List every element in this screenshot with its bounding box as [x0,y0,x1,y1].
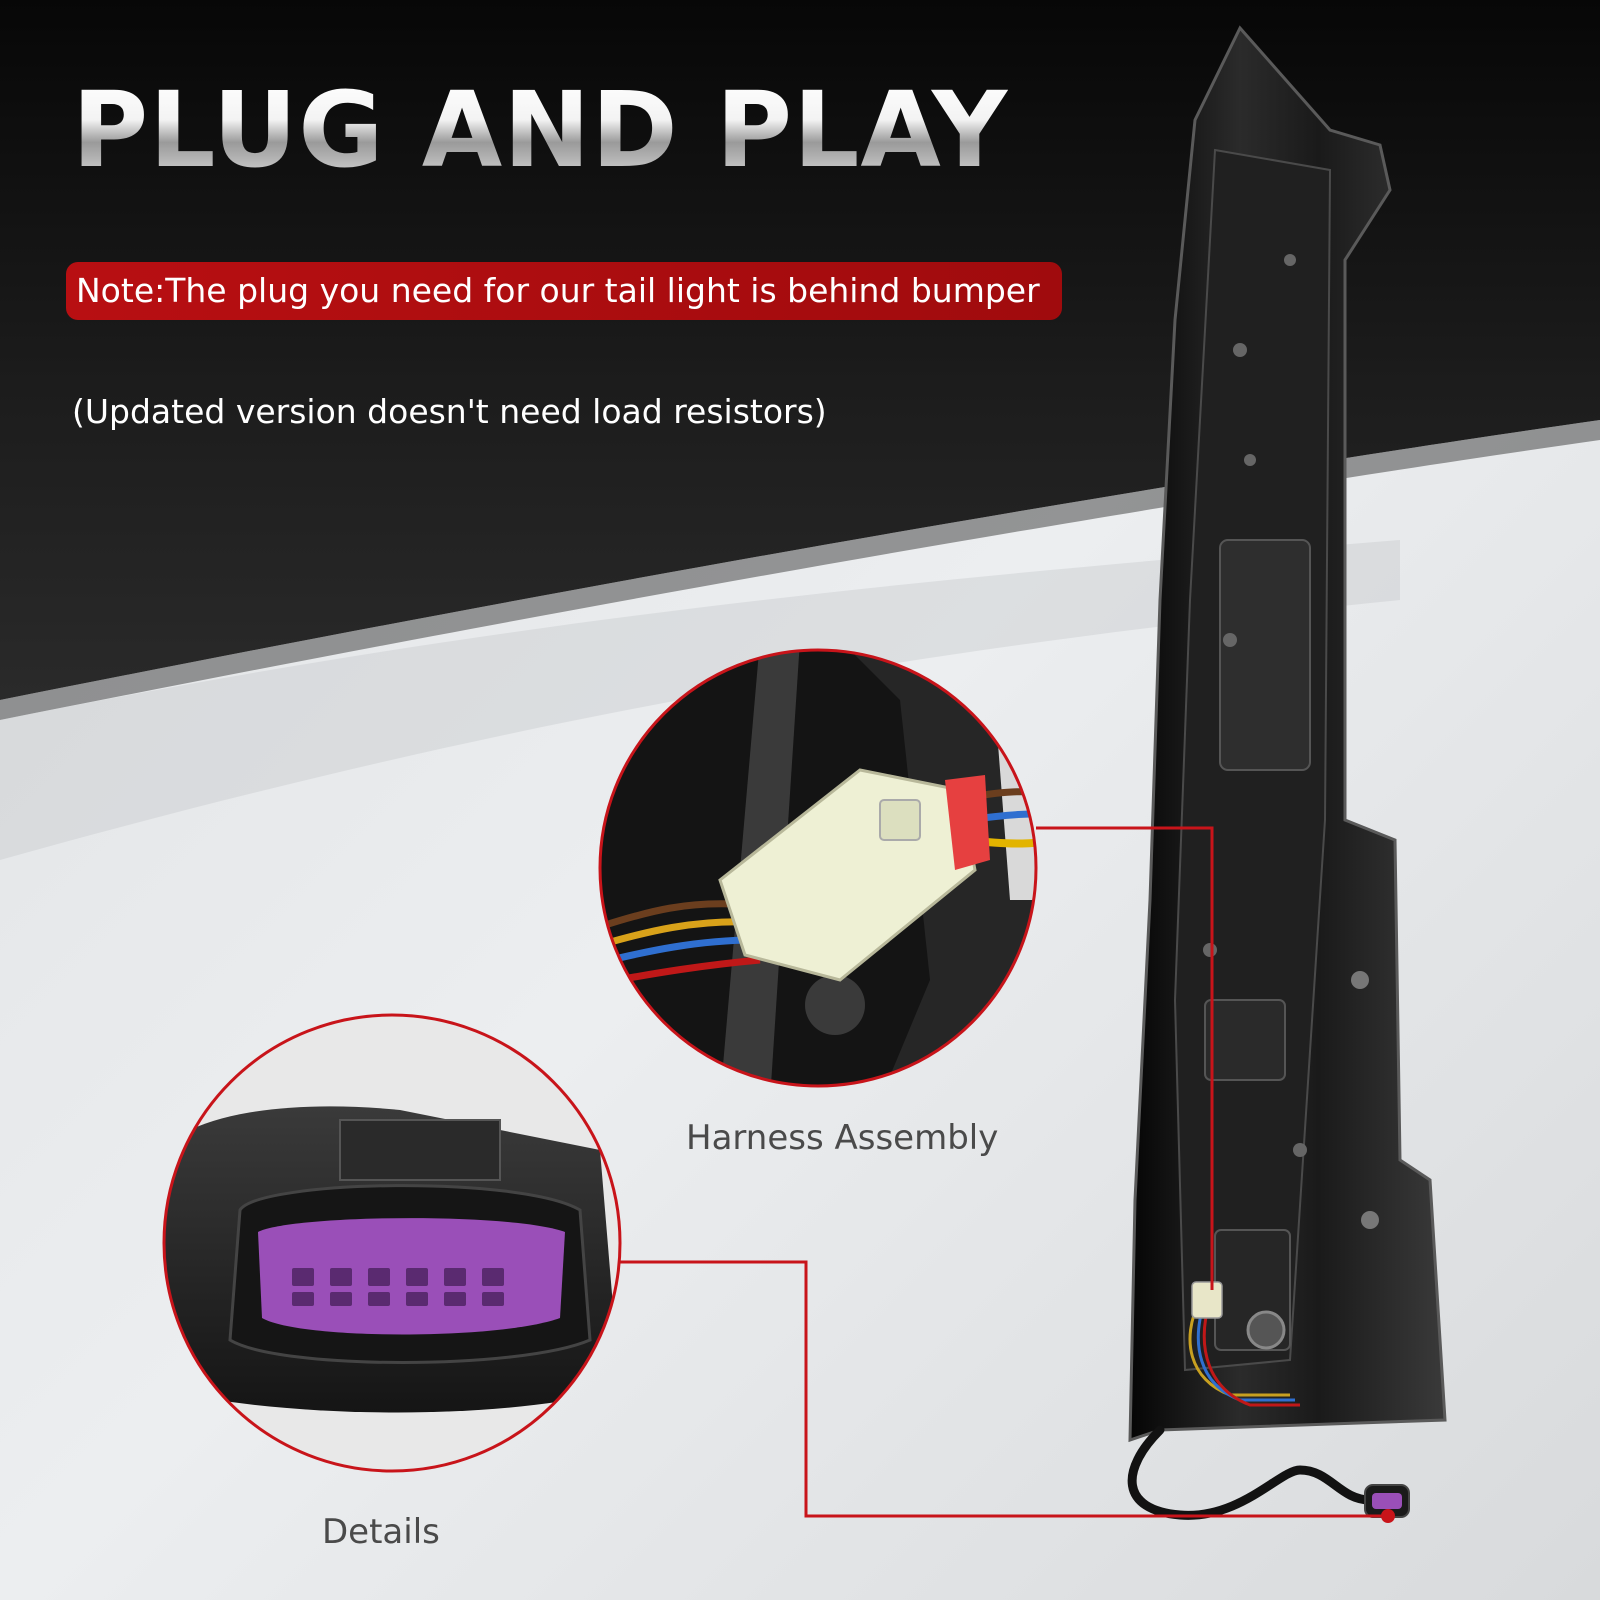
subnote-text: (Updated version doesn't need load resis… [72,392,827,431]
harness-caption: Harness Assembly [686,1118,999,1158]
details-caption: Details [322,1512,440,1552]
note-banner: Note:The plug you need for our tail ligh… [66,262,1062,320]
page-title: PLUG AND PLAY [72,69,1009,191]
